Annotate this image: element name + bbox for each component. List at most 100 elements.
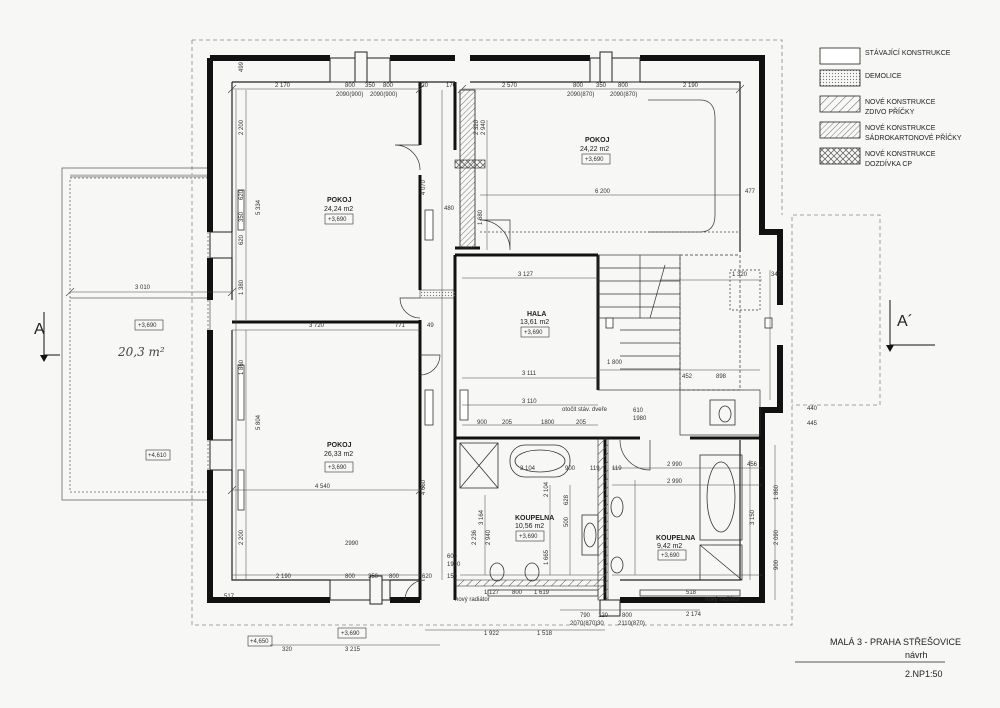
room-area-koupelna-1: 10,56 m2 bbox=[515, 523, 544, 530]
floor-label: 2.NP bbox=[905, 669, 925, 679]
dim-text: 480 bbox=[444, 206, 455, 212]
interior-walls bbox=[232, 82, 762, 600]
legend-label-2: DEMOLICE bbox=[865, 73, 902, 80]
dim-text: 628 bbox=[564, 494, 570, 505]
dim-text: 2 200 bbox=[239, 529, 245, 545]
dim-text: 2 190 bbox=[276, 574, 292, 580]
property-outline bbox=[191, 39, 881, 626]
bottom-level: +4,650 bbox=[250, 639, 269, 645]
dim-text: 2 174 bbox=[686, 612, 702, 618]
room-area-hala: 13,61 m2 bbox=[520, 319, 549, 326]
dim-text: 3 150 bbox=[750, 509, 756, 525]
dim-text: 1990 bbox=[447, 562, 461, 568]
dim-text: 620 bbox=[239, 189, 245, 200]
legend-label-5b: DOZDÍVKA CP bbox=[865, 159, 912, 168]
dim-text: 620 bbox=[418, 83, 429, 89]
new-walls bbox=[419, 89, 609, 601]
dim-text: 2090(900) bbox=[336, 92, 363, 98]
dim-text: 2 940 bbox=[481, 119, 487, 135]
dim-text: 3 111 bbox=[522, 371, 537, 377]
legend bbox=[819, 47, 861, 165]
dim-text: 5 334 bbox=[256, 199, 262, 215]
dim-text: 620 bbox=[239, 234, 245, 245]
room-area-koupelna-2: 9,42 m2 bbox=[657, 543, 682, 550]
notes: otočit stáv. dveře nový radiátor nový ra… bbox=[455, 407, 740, 603]
dim-text: 170 bbox=[446, 83, 457, 89]
dim-text: 3 720 bbox=[309, 323, 325, 329]
dim-text: 500 bbox=[564, 516, 570, 527]
dim-text: 2990 bbox=[345, 541, 359, 547]
dimension-ticks bbox=[65, 84, 745, 495]
dim-text: 2 990 bbox=[667, 479, 683, 485]
dim-text: 1 680 bbox=[478, 209, 484, 225]
room-outlines bbox=[480, 99, 740, 233]
dim-text: 2 170 bbox=[275, 83, 291, 89]
note-door: otočit stáv. dveře bbox=[562, 407, 608, 413]
project-stage: návrh bbox=[905, 650, 928, 660]
room-area-pokoj-1: 24,24 m2 bbox=[324, 206, 353, 213]
room-level-pokoj-2: +3,690 bbox=[585, 157, 604, 163]
dim-text: 1 518 bbox=[537, 631, 553, 637]
dim-text: 5 804 bbox=[256, 414, 262, 430]
dimension-texts: 2 170 800 350 800 620 170 2 570 800 350 … bbox=[135, 83, 818, 653]
room-name-pokoj-3: POKOJ bbox=[327, 442, 352, 449]
dim-text: 350 bbox=[596, 83, 607, 89]
room-level-koupelna-2: +3,690 bbox=[661, 553, 680, 559]
radiators bbox=[237, 189, 773, 511]
dim-text: 350 bbox=[239, 211, 245, 222]
dim-text: 800 bbox=[622, 613, 633, 619]
dim-text: 30 bbox=[597, 621, 604, 627]
room-area-pokoj-2: 24,22 m2 bbox=[580, 146, 609, 153]
project-title: MALÁ 3 - PRAHA STŘEŠOVICE bbox=[830, 637, 961, 647]
dim-text: 1 665 bbox=[544, 549, 550, 565]
dim-text: 1 800 bbox=[607, 360, 623, 366]
dim-text: 900 bbox=[477, 420, 488, 426]
legend-label-1: STÁVAJÍCÍ KONSTRUKCE bbox=[865, 48, 951, 57]
dim-text: 2 236 bbox=[472, 529, 478, 545]
dim-text: 800 bbox=[512, 590, 523, 596]
dim-text: 610 bbox=[633, 408, 644, 414]
dim-text: 2 940 bbox=[486, 529, 492, 545]
doors bbox=[394, 144, 651, 601]
legend-label-4b: SÁDROKARTONOVÉ PŘÍČKY bbox=[865, 133, 962, 142]
dim-text: 4 660 bbox=[421, 479, 427, 495]
dim-text: 1 127 bbox=[484, 590, 500, 596]
legend-label-4: NOVÉ KONSTRUKCE bbox=[865, 123, 936, 132]
scale-label: 1:50 bbox=[925, 669, 943, 679]
dim-text: 3 010 bbox=[135, 285, 151, 291]
terrace-level: +3,690 bbox=[138, 323, 157, 329]
dim-text: 1 619 bbox=[534, 590, 550, 596]
dim-text: 2070(870) bbox=[570, 621, 597, 627]
room-level-pokoj-3: +3,690 bbox=[328, 465, 347, 471]
dim-text: 2 570 bbox=[502, 83, 518, 89]
dim-text: 119 bbox=[590, 466, 600, 472]
dim-text: 771 bbox=[395, 323, 406, 329]
dim-text: 2090(900) bbox=[370, 92, 397, 98]
dim-text: 1 320 bbox=[732, 272, 748, 278]
dim-text: 2 990 bbox=[667, 462, 683, 468]
dim-text: 900 bbox=[774, 559, 780, 570]
dim-text: 2110(870) bbox=[618, 621, 645, 627]
dim-text: 1 922 bbox=[484, 631, 500, 637]
dim-text: 898 bbox=[716, 374, 727, 380]
room-labels: POKOJ 24,24 m2 +3,690 POKOJ 24,22 m2 +3,… bbox=[117, 137, 695, 647]
dim-text: 350 bbox=[365, 83, 376, 89]
dim-text: 49 bbox=[427, 323, 434, 329]
dim-text: 790 bbox=[580, 613, 591, 619]
section-arrows bbox=[40, 345, 894, 362]
section-marks bbox=[43, 300, 935, 356]
terrace bbox=[61, 167, 211, 501]
dim-text: 456 bbox=[747, 462, 758, 468]
dim-text: 800 bbox=[573, 83, 584, 89]
dim-text: 150 bbox=[447, 574, 458, 580]
dim-text: 499 bbox=[239, 61, 245, 72]
dim-text: 452 bbox=[682, 374, 693, 380]
dim-text: 1 380 bbox=[239, 279, 245, 295]
bottom-level-2: +3,690 bbox=[341, 631, 360, 637]
dim-text: 800 bbox=[345, 83, 356, 89]
dim-text: 3 215 bbox=[345, 647, 361, 653]
room-name-pokoj-1: POKOJ bbox=[327, 197, 352, 204]
section-a-left: A bbox=[34, 321, 45, 338]
dim-text: 2 104 bbox=[544, 481, 550, 497]
